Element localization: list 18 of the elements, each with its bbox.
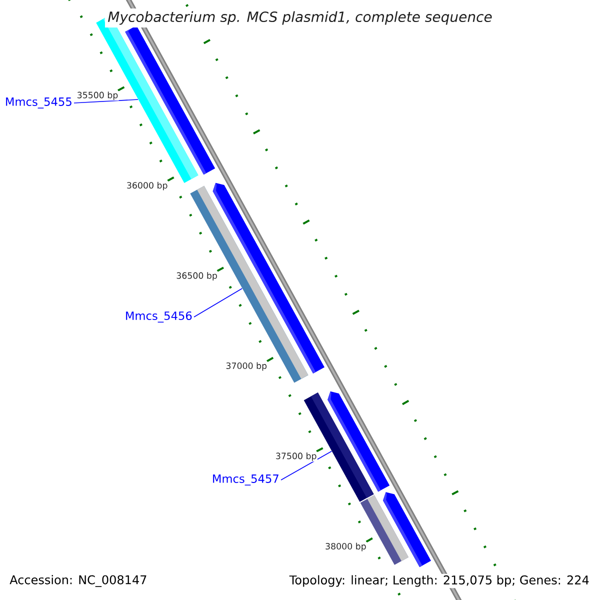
tick-label: 37500 bp [274,452,318,462]
leader-line [280,450,332,480]
tick-label: 38000 bp [324,542,368,552]
footer-text: Accession: NC_008147 [8,574,149,588]
tick-label: 37000 bp [225,362,268,372]
gene-label: Mmcs_5456 [126,311,192,323]
gene-block [383,492,431,568]
gene-block [328,391,390,492]
title: Mycobacterium sp. MCS plasmid1, complete sequence [104,8,496,28]
tick-label: 36000 bp [126,181,168,191]
tick-label: 36500 bp [175,271,218,282]
gene-label: Mmcs_5455 [6,98,72,108]
leader-line [194,288,242,318]
leader-line [74,99,138,104]
gene-label: Mmcs_5457 [213,474,278,486]
footer-text: Topology: linear; Length: 215,075 bp; Genes: 224 [288,574,591,588]
gene-block [125,26,216,175]
tick-label: 35500 bp [76,90,119,101]
